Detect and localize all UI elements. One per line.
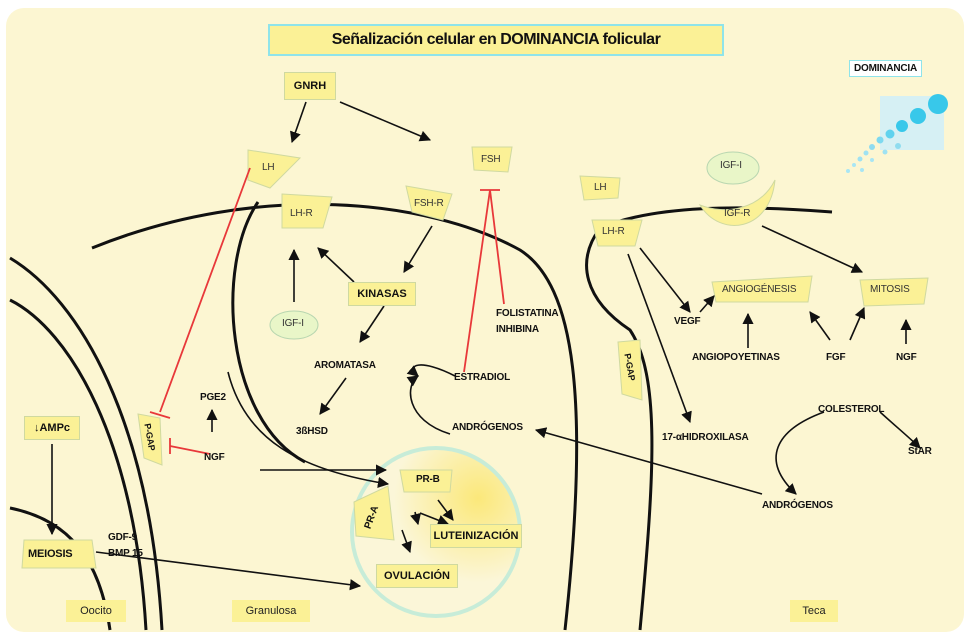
androgenos-mid-node: ANDRÓGENOS bbox=[452, 422, 523, 433]
inhibina-node: INHIBINA bbox=[496, 324, 539, 335]
igf1-theca-oval bbox=[706, 151, 760, 185]
region-oocito: Oocito bbox=[66, 600, 126, 622]
bmp15-node: BMP 15 bbox=[108, 548, 143, 559]
meiosis-node: MEIOSIS bbox=[28, 548, 73, 560]
lh-r-theca-shape bbox=[591, 219, 643, 247]
igf-r-node: IGF-R bbox=[724, 208, 751, 219]
receptor-shapes bbox=[21, 146, 929, 569]
pgap-theca-shape bbox=[617, 339, 643, 401]
meiosis-shape bbox=[21, 539, 97, 569]
ngf-right-node: NGF bbox=[896, 352, 917, 363]
lh-top-node: LH bbox=[262, 162, 275, 173]
dominancia-bubbles-icon bbox=[846, 94, 948, 173]
igf1-left-node: IGF-I bbox=[282, 318, 304, 329]
fsh-top-shape bbox=[471, 146, 513, 173]
region-granulosa: Granulosa bbox=[232, 600, 310, 622]
hidroxilasa-node: 17-αHIDROXILASA bbox=[662, 432, 749, 443]
mitosis-shape bbox=[859, 277, 929, 307]
prb-shape bbox=[399, 469, 453, 493]
oocyte-membrane-outer bbox=[9, 256, 164, 631]
oocyte-membrane-inner bbox=[9, 298, 148, 631]
mitosis-node: MITOSIS bbox=[870, 284, 910, 295]
pgap-left-shape bbox=[137, 413, 163, 466]
amp-node: ↓AMPc bbox=[24, 416, 80, 440]
igf1-theca-node: IGF-I bbox=[720, 160, 742, 171]
lh-r-node: LH-R bbox=[290, 208, 313, 219]
fgf-node: FGF bbox=[826, 352, 846, 363]
dominancia-label: DOMINANCIA bbox=[849, 60, 922, 77]
lh-theca-shape bbox=[579, 175, 621, 201]
aromatasa-node: AROMATASA bbox=[314, 360, 376, 371]
star-node: StAR bbox=[908, 446, 932, 457]
angiogenesis-node: ANGIOGÉNESIS bbox=[722, 284, 797, 295]
luteinizacion-node: LUTEINIZACIÓN bbox=[430, 524, 522, 548]
pra-shape bbox=[353, 485, 395, 541]
estradiol-node: ESTRADIOL bbox=[454, 372, 510, 383]
inhibition-lines bbox=[149, 167, 505, 455]
region-teca: Teca bbox=[790, 600, 838, 622]
hsd-node: 3ßHSD bbox=[296, 426, 328, 437]
kinasas-node: KINASAS bbox=[348, 282, 416, 306]
fsh-r-shape bbox=[405, 185, 453, 221]
lh-r-theca-node: LH-R bbox=[602, 226, 625, 237]
gdf9-node: GDF-9 bbox=[108, 532, 138, 543]
colesterol-node: COLESTEROL bbox=[818, 404, 885, 415]
gnrh-node: GNRH bbox=[284, 72, 336, 100]
androgenos-right-node: ANDRÓGENOS bbox=[762, 500, 833, 511]
folistatina-node: FOLISTATINA bbox=[496, 308, 559, 319]
granulosa-inner-curve bbox=[231, 201, 306, 464]
lh-r-shape bbox=[281, 193, 333, 229]
pr-b-node: PR-B bbox=[416, 474, 440, 485]
pge2-node: PGE2 bbox=[200, 392, 226, 403]
diagram-title: Señalización celular en DOMINANCIA folic… bbox=[268, 24, 724, 56]
ovulacion-node: OVULACIÓN bbox=[376, 564, 458, 588]
fsh-r-node: FSH-R bbox=[414, 198, 444, 209]
ngf-left-node: NGF bbox=[204, 452, 225, 463]
vegf-node: VEGF bbox=[674, 316, 701, 327]
lh-theca-node: LH bbox=[594, 182, 607, 193]
activation-arrows bbox=[46, 101, 921, 591]
lh-top-shape bbox=[247, 149, 302, 189]
igf1-left-oval bbox=[269, 310, 319, 340]
theca-membrane bbox=[585, 206, 833, 631]
angiopoyetinas-node: ANGIOPOYETINAS bbox=[692, 352, 780, 363]
igf-r-cup bbox=[698, 179, 776, 226]
fsh-top-node: FSH bbox=[481, 154, 501, 165]
